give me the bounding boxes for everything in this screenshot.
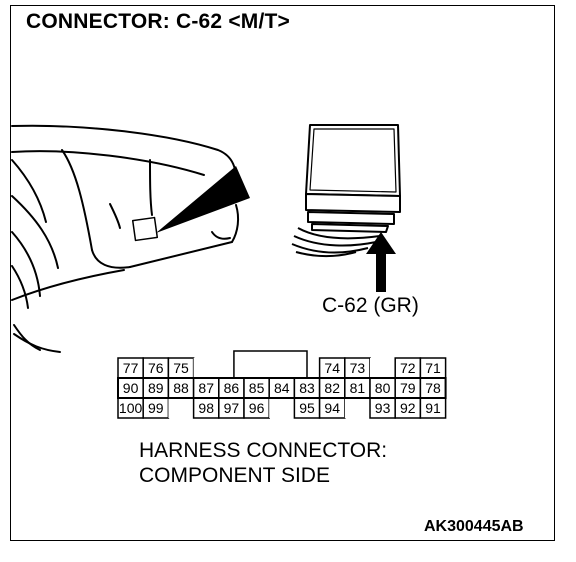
- pin-number: 83: [299, 380, 315, 396]
- pin-number: 96: [249, 400, 265, 416]
- pin-number: 95: [299, 400, 315, 416]
- connector-callout-label: C-62 (GR): [322, 294, 419, 317]
- figure-frame: [10, 5, 555, 541]
- callout-arrow: [366, 232, 396, 292]
- figure-title: CONNECTOR: C-62 <M/T>: [26, 10, 291, 33]
- pin-number: 82: [324, 380, 340, 396]
- caption-line-1: HARNESS CONNECTOR:: [139, 439, 388, 462]
- caption-line-2: COMPONENT SIDE: [139, 464, 330, 487]
- pin-cell: [344, 398, 370, 418]
- pin-number: 84: [274, 380, 290, 396]
- pin-cell: [193, 358, 219, 378]
- pin-number: 86: [224, 380, 240, 396]
- pin-number: 77: [123, 360, 139, 376]
- connector-key: [233, 350, 308, 379]
- pin-number: 85: [249, 380, 265, 396]
- pin-number: 87: [198, 380, 214, 396]
- pin-number: 78: [425, 380, 441, 396]
- pin-number: 72: [400, 360, 416, 376]
- pin-number: 94: [324, 400, 340, 416]
- pin-cell: [370, 358, 396, 378]
- pin-cell: [168, 398, 194, 418]
- pin-number: 93: [375, 400, 391, 416]
- connector-outline: [117, 377, 447, 399]
- pin-number: 73: [350, 360, 366, 376]
- pin-number: 74: [324, 360, 340, 376]
- pin-number: 91: [425, 400, 441, 416]
- pin-number: 80: [375, 380, 391, 396]
- pin-cell: [269, 398, 295, 418]
- pin-number: 92: [400, 400, 416, 416]
- pin-number: 71: [425, 360, 441, 376]
- figure-code: AK300445AB: [424, 518, 524, 535]
- pin-number: 100: [119, 400, 143, 416]
- dashboard-drawing: [11, 124, 240, 353]
- pin-number: 98: [198, 400, 214, 416]
- connector-component: [291, 124, 401, 258]
- pin-number: 89: [148, 380, 164, 396]
- pin-number: 81: [350, 380, 366, 396]
- pin-number: 97: [224, 400, 240, 416]
- pin-number: 79: [400, 380, 416, 396]
- pin-number: 76: [148, 360, 164, 376]
- connector-pin-grid: 77 76 75 74 73 72 71 90 89 88 87 86 85 84 83 82 81 80 79 78…: [117, 350, 447, 419]
- pin-number: 75: [173, 360, 189, 376]
- pin-number: 99: [148, 400, 164, 416]
- location-pointer: [156, 166, 250, 233]
- pin-number: 90: [123, 380, 139, 396]
- pin-number: 88: [173, 380, 189, 396]
